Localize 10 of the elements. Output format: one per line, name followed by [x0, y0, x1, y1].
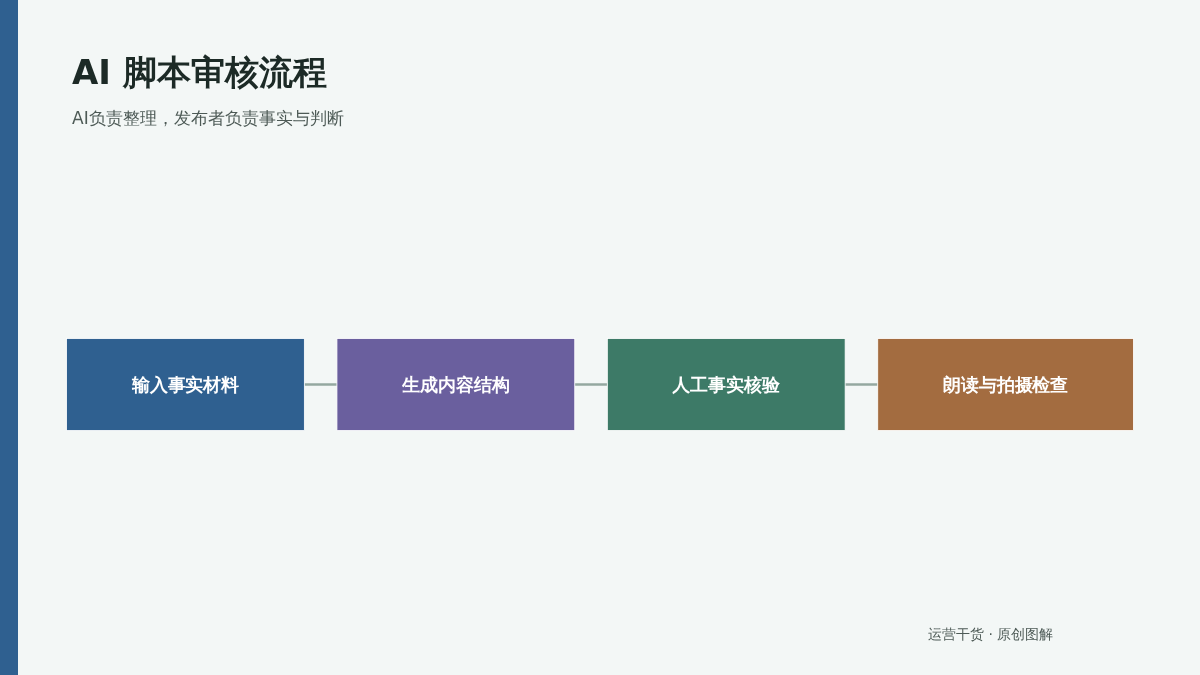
connector — [304, 383, 337, 387]
node-box: 生成内容结构 — [336, 338, 576, 432]
connector — [574, 383, 608, 387]
node-box: 人工事实核验 — [606, 338, 846, 432]
title: AI 脚本审核流程 — [72, 51, 327, 94]
footer-note: 运营干货 · 原创图解 — [928, 626, 1054, 644]
node-box: 朗读与拍摄检查 — [877, 338, 1134, 432]
node-box: 输入事实材料 — [66, 338, 305, 432]
connector — [845, 383, 878, 387]
subtitle: AI负责整理，发布者负责事实与判断 — [72, 107, 344, 130]
